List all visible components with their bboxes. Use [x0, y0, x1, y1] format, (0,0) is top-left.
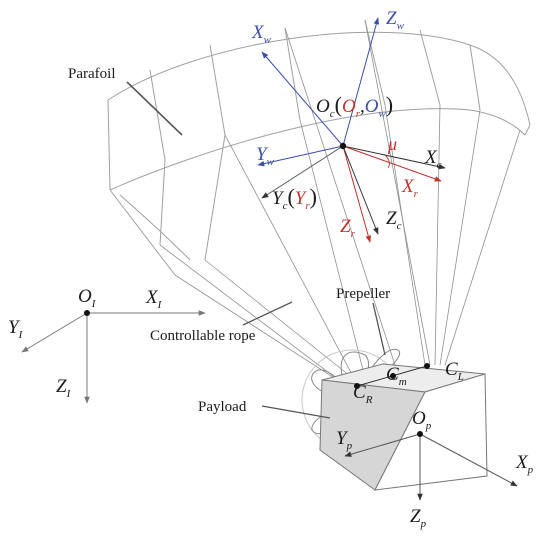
point-cr: [354, 383, 360, 389]
label-zi: ZI: [56, 376, 72, 400]
prepeller-leader: [372, 302, 386, 356]
label-xp: Xp: [515, 452, 534, 476]
label-zr: Zr: [340, 216, 356, 240]
label-zc: Zc: [386, 208, 402, 232]
axis-zw-arrow: [342, 17, 380, 147]
label-oc-or-ow: Oc(Or,Ow): [316, 92, 393, 120]
canopy-frame: [257, 17, 446, 243]
label-payload: Payload: [198, 399, 247, 415]
inertial-frame: [21, 310, 206, 404]
axis-xp-arrow: [419, 433, 518, 487]
point-cm: [390, 373, 396, 379]
label-xi: XI: [145, 287, 163, 311]
label-zp: Zp: [410, 506, 427, 530]
parafoil-canopy: [107, 19, 531, 276]
axis-yi-arrow: [21, 312, 88, 353]
label-xw: Xw: [251, 22, 272, 46]
label-cm: Cm: [386, 364, 407, 388]
label-cr: CR: [353, 382, 373, 406]
label-xc: Xc: [424, 147, 442, 171]
axis-zc-arrow: [342, 145, 379, 235]
axis-xc-arrow: [342, 145, 446, 170]
label-yp: Yp: [336, 428, 353, 452]
label-prepeller: Prepeller: [336, 286, 390, 302]
label-yi: YI: [8, 317, 24, 341]
label-zw: Zw: [386, 8, 405, 32]
payload-frame: [344, 431, 518, 501]
label-parafoil: Parafoil: [68, 66, 115, 82]
origin-oc-point: [339, 142, 347, 150]
axis-yc-arrow: [261, 145, 344, 199]
label-cl: CL: [445, 359, 464, 383]
label-controllable-rope: Controllable rope: [150, 328, 256, 344]
payload-leader: [261, 405, 331, 419]
point-cl: [424, 363, 430, 369]
label-yc-yr: Yc(Yr): [272, 184, 317, 212]
leader-lines: [126, 81, 386, 419]
axis-xr-arrow: [342, 145, 442, 182]
mu-angle-arc: [384, 154, 390, 169]
controllable-rope-leader: [242, 301, 293, 326]
payload-box: [319, 363, 488, 491]
suspension-lines: [159, 19, 521, 386]
label-mu: μ: [387, 134, 397, 154]
label-yw: Yw: [256, 144, 275, 168]
origin-op-point: [417, 431, 423, 437]
axis-yp-arrow: [344, 433, 421, 457]
label-xr: Xr: [401, 176, 419, 200]
label-oi: OI: [78, 286, 97, 310]
axis-zr-arrow: [342, 145, 371, 243]
axis-xw-arrow: [261, 51, 344, 147]
parafoil-leader: [126, 81, 183, 136]
label-op: Op: [412, 408, 432, 432]
origin-oi-point: [84, 310, 90, 316]
axis-yw-arrow: [257, 145, 344, 167]
